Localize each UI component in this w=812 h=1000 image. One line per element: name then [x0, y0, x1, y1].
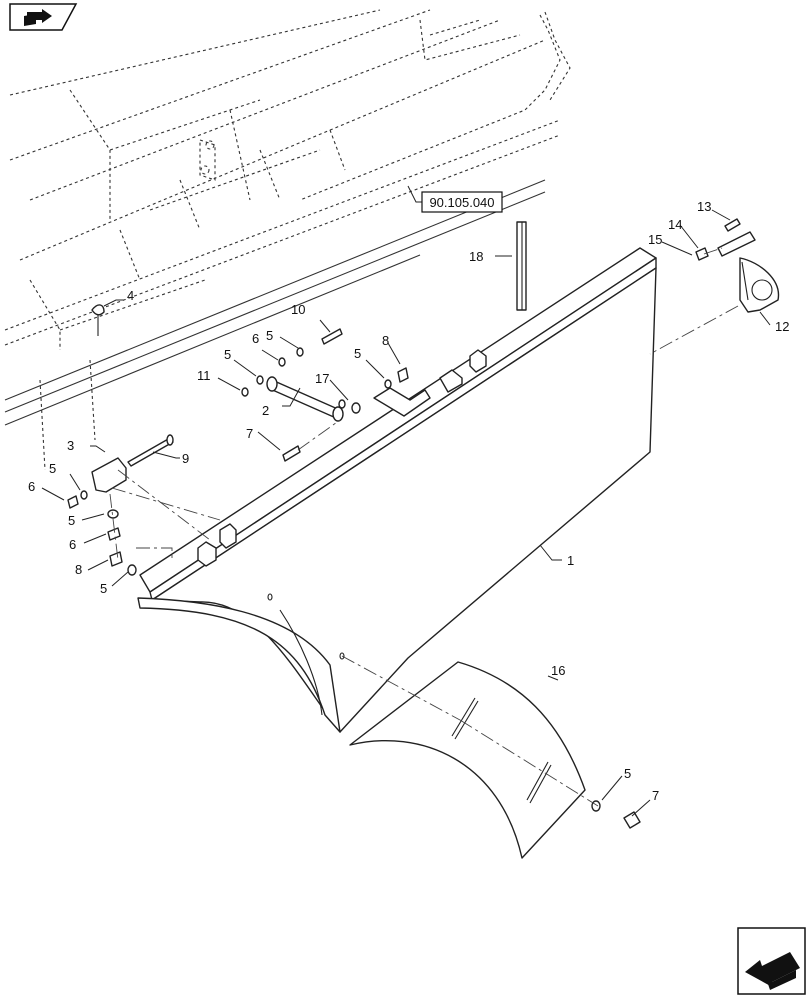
callout-labels: 1 2 3 4 5 5 5 5 5 5 5 6 6 6 7 7 8 8 9 10…: [28, 199, 789, 803]
book-arrow-icon[interactable]: [9, 3, 78, 31]
left-bracket-group: [67, 304, 174, 576]
header-frame-ghost: [4, 9, 571, 471]
callout-18: 18: [469, 249, 483, 264]
callout-4: 4: [127, 288, 134, 303]
callout-11: 11: [197, 368, 211, 383]
callout-12: 12: [775, 319, 789, 334]
callout-14: 14: [668, 217, 682, 232]
pivot-bracket: [695, 218, 780, 313]
callout-5b: 5: [68, 513, 75, 528]
lower-right-hardware: [591, 800, 641, 829]
center-lines: [109, 247, 739, 807]
callout-5d: 5: [224, 347, 231, 362]
callout-9: 9: [182, 451, 189, 466]
callout-5c: 5: [100, 581, 107, 596]
callout-2: 2: [262, 403, 269, 418]
callout-7b: 7: [652, 788, 659, 803]
callout-15: 15: [648, 232, 662, 247]
reference-label: 90.105.040: [429, 195, 494, 210]
callout-7a: 7: [246, 426, 253, 441]
leader-lines: [41, 209, 771, 817]
callout-5a: 5: [49, 461, 56, 476]
callout-17: 17: [315, 371, 329, 386]
callout-6a: 6: [28, 479, 35, 494]
callout-5f: 5: [354, 346, 361, 361]
side-shield-panel: [137, 247, 657, 733]
vertical-strip: [516, 221, 527, 311]
pin-hardware-cluster: [241, 328, 409, 462]
callout-3: 3: [67, 438, 74, 453]
reference-callout[interactable]: 90.105.040: [407, 185, 503, 213]
lower-curved-guard: [349, 661, 586, 859]
callout-8a: 8: [75, 562, 82, 577]
callout-6c: 6: [252, 331, 259, 346]
callout-1: 1: [567, 553, 574, 568]
arrow-next-icon[interactable]: [737, 927, 806, 995]
callout-10: 10: [291, 302, 305, 317]
callout-6b: 6: [69, 537, 76, 552]
callout-16: 16: [551, 663, 565, 678]
callout-8b: 8: [382, 333, 389, 348]
callout-5e: 5: [266, 328, 273, 343]
callout-13: 13: [697, 199, 711, 214]
callout-5g: 5: [624, 766, 631, 781]
